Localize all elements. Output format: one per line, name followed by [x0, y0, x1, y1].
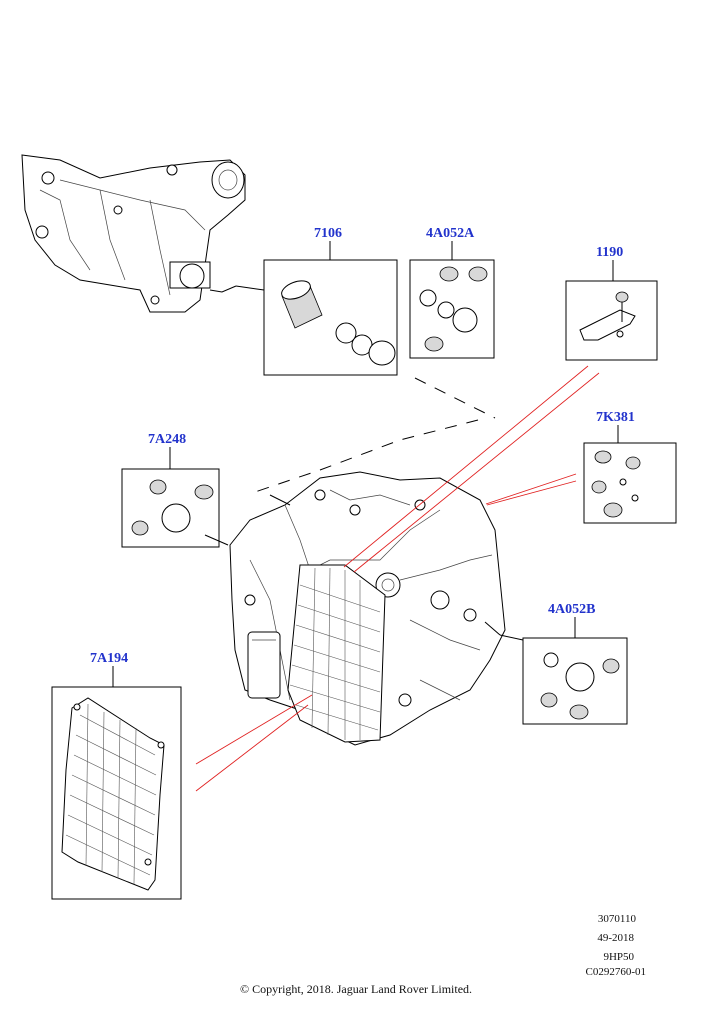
- callout-label-7106: 7106: [314, 226, 342, 241]
- park-lever-part: [579, 291, 636, 341]
- callout-7A194[interactable]: 7A194: [51, 651, 182, 900]
- callout-7K381[interactable]: 7K381: [583, 410, 677, 524]
- drawing-date: 49-2018: [597, 932, 634, 944]
- callout-label-7K381: 7K381: [596, 410, 635, 425]
- oil-pan-ribs: [289, 567, 381, 740]
- copyright-notice: © Copyright, 2018. Jaguar Land Rover Lim…: [240, 982, 472, 996]
- red-leader-lines: [195, 365, 600, 792]
- callout-label-7A248: 7A248: [148, 432, 186, 447]
- drawing-number: 3070110: [598, 913, 637, 925]
- seal-kit-a-parts: [419, 266, 488, 352]
- callout-label-1190: 1190: [596, 245, 623, 260]
- drawing-info: 3070110 49-2018 9HP50 C0292760-01: [586, 913, 647, 978]
- piston-kit-parts: [281, 280, 396, 366]
- oil-pan-part: [61, 697, 165, 891]
- leader-lines: [204, 285, 524, 641]
- seal-kit-b-parts: [540, 652, 620, 720]
- seal-kit-7A248-parts: [131, 479, 214, 536]
- transmission-model: 9HP50: [603, 951, 634, 963]
- callout-4A052B[interactable]: 4A052B: [522, 602, 628, 725]
- callout-label-4A052A: 4A052A: [426, 226, 475, 241]
- transfer-case-illustration: [21, 154, 246, 313]
- callout-7A248[interactable]: 7A248: [121, 432, 220, 548]
- illustration-id: C0292760-01: [586, 966, 647, 978]
- plug-kit-parts: [591, 450, 641, 518]
- callout-label-4A052B: 4A052B: [548, 602, 595, 617]
- callout-1190[interactable]: 1190: [565, 245, 658, 361]
- callout-4A052A[interactable]: 4A052A: [409, 226, 495, 359]
- callout-7106[interactable]: 7106: [263, 226, 398, 376]
- transmission-illustration: [229, 471, 506, 746]
- callout-label-7A194: 7A194: [90, 651, 128, 666]
